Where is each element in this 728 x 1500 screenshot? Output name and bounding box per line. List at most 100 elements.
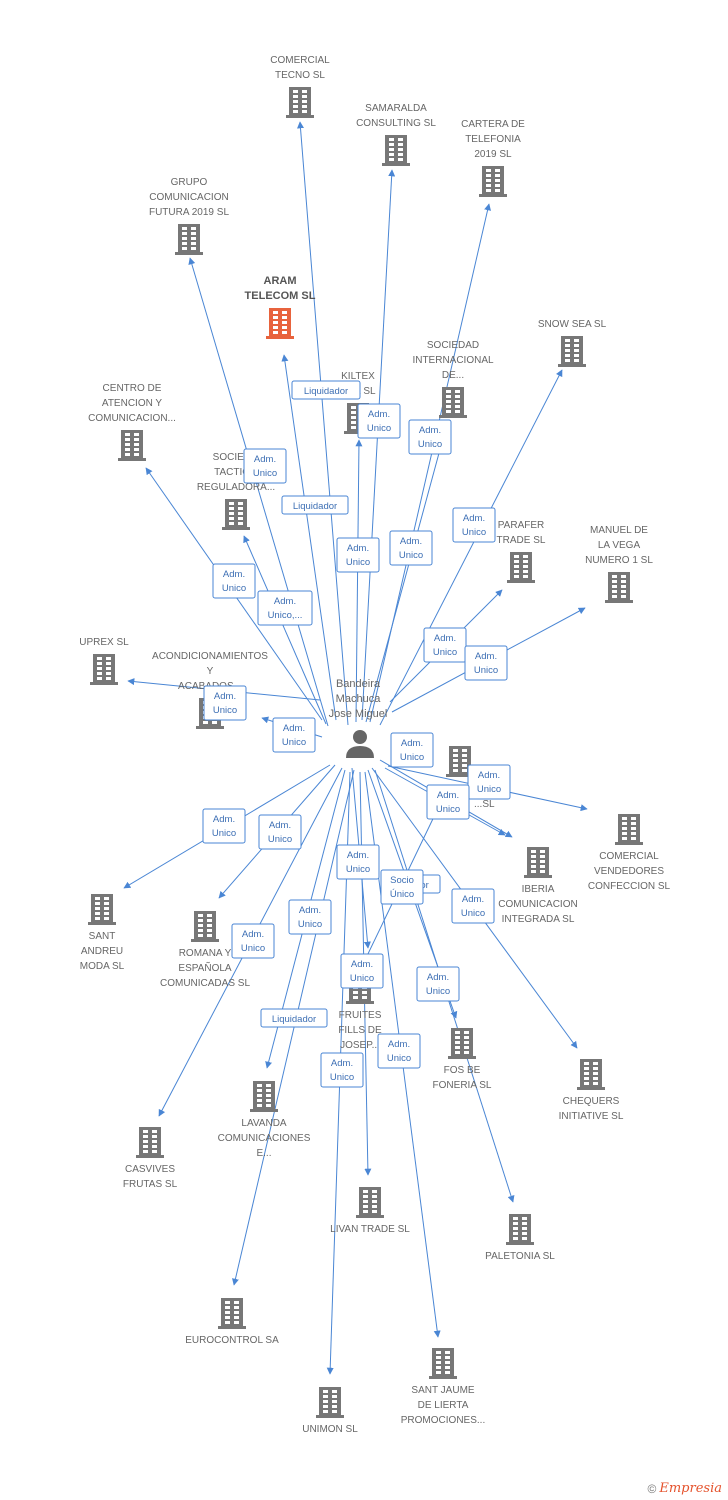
- company-label-line: KILTEX: [341, 371, 375, 382]
- edge-kiltex: [355, 439, 363, 723]
- building-icon: [175, 224, 203, 255]
- company-label-line: ARAM: [264, 275, 297, 287]
- company-label-line: MODA SL: [80, 961, 125, 972]
- relation-label[interactable]: Adm.Unico: [423, 627, 467, 663]
- relation-label[interactable]: Adm.Unico,...: [257, 590, 313, 626]
- company-node-unimon[interactable]: UNIMON SL: [302, 1387, 358, 1435]
- relation-text-line: Unico: [222, 583, 246, 594]
- company-label-line: FILLS DE: [338, 1025, 382, 1036]
- company-node-sociedad-tactica[interactable]: SOCIED...TACTIC...REGULADORA...: [197, 452, 275, 530]
- building-icon: [90, 654, 118, 685]
- relation-label[interactable]: Liquidador: [260, 1008, 328, 1028]
- relation-label[interactable]: Adm.Unico: [408, 419, 452, 455]
- relation-text-line: Adm.: [400, 536, 422, 547]
- company-node-eurocontrol[interactable]: EUROCONTROL SA: [185, 1298, 279, 1346]
- relation-text-line: Adm.: [223, 569, 245, 580]
- building-icon: [118, 430, 146, 461]
- company-node-uprex[interactable]: UPREX SL: [79, 637, 129, 685]
- relation-label[interactable]: Adm.Unico: [202, 808, 246, 844]
- company-label-line: UPREX SL: [79, 637, 129, 648]
- company-label-line: LIVAN TRADE SL: [330, 1224, 410, 1235]
- relation-label[interactable]: Adm.Unico: [288, 899, 332, 935]
- relation-text-line: Adm.: [478, 770, 500, 781]
- relation-label[interactable]: Adm.Unico: [203, 685, 247, 721]
- relation-text-line: Unico: [477, 784, 501, 795]
- copyright-symbol: ©: [647, 1481, 657, 1496]
- relation-label[interactable]: Adm.Unico: [340, 953, 384, 989]
- relation-text-line: Unico: [350, 973, 374, 984]
- edge-sociedad-tactica: [243, 535, 327, 725]
- relation-label[interactable]: Adm. Unico: [467, 764, 511, 800]
- relation-label[interactable]: Adm.Unico: [389, 530, 433, 566]
- company-node-sociedad-internacional[interactable]: SOCIEDADINTERNACIONALDE...: [412, 340, 494, 418]
- building-icon: [524, 847, 552, 878]
- company-node-paletonia[interactable]: PALETONIA SL: [485, 1214, 555, 1262]
- company-label-line: CHEQUERS: [563, 1096, 620, 1107]
- footer: © Empresia: [648, 1481, 722, 1496]
- company-label-line: UNIMON SL: [302, 1424, 358, 1435]
- relation-label[interactable]: Adm.Unico: [258, 814, 302, 850]
- relation-label[interactable]: Adm.Unico: [243, 448, 287, 484]
- building-icon: [316, 1387, 344, 1418]
- company-node-lavanda[interactable]: LAVANDACOMUNICACIONESE...: [218, 1081, 311, 1159]
- relation-text-line: Adm.: [388, 1039, 410, 1050]
- company-label-line: VENDEDORES: [594, 866, 664, 877]
- relation-label[interactable]: Adm.Unico: [464, 645, 508, 681]
- relation-label[interactable]: Liquidador: [291, 380, 361, 400]
- building-icon: [191, 911, 219, 942]
- relation-label[interactable]: Adm. Unico: [377, 1033, 421, 1069]
- relation-text-line: Adm.: [347, 850, 369, 861]
- company-node-livan[interactable]: LIVAN TRADE SL: [330, 1187, 410, 1235]
- company-label-line: LA VEGA: [598, 540, 641, 551]
- company-node-unnamed-sl[interactable]: ...SL: [446, 746, 495, 810]
- relation-text-line: Unico: [387, 1053, 411, 1064]
- relation-label[interactable]: Adm.Unico: [231, 923, 275, 959]
- relation-label[interactable]: Liquidador: [281, 495, 349, 515]
- relation-text-line: Unico: [400, 752, 424, 763]
- company-node-snow-sea[interactable]: SNOW SEA SL: [538, 319, 607, 367]
- relation-label[interactable]: Adm.Unico: [272, 717, 316, 753]
- company-label-line: CARTERA DE: [461, 119, 525, 130]
- company-label-line: SOCIED...: [213, 452, 260, 463]
- relation-label[interactable]: Adm.Unico: [426, 784, 470, 820]
- edge-samaralda: [361, 169, 396, 721]
- relation-label[interactable]: Adm.Unico: [451, 888, 495, 924]
- brand-logo[interactable]: Empresia: [659, 1481, 722, 1496]
- company-label-line: TRADE SL: [497, 535, 546, 546]
- building-icon: [356, 1187, 384, 1218]
- relation-label[interactable]: Adm.Unico: [357, 403, 401, 439]
- relation-text-line: Unico: [298, 919, 322, 930]
- relation-label[interactable]: Adm.Unico: [452, 507, 496, 543]
- relation-label[interactable]: Adm.Unico: [336, 537, 380, 573]
- relation-label[interactable]: Adm.Unico: [336, 844, 380, 880]
- relation-text-line: Adm.: [213, 814, 235, 825]
- center-name-line: Bandeira: [336, 678, 381, 690]
- building-icon: [439, 387, 467, 418]
- relation-label[interactable]: Adm.Unico: [320, 1052, 364, 1088]
- relation-label[interactable]: Adm.Unico: [416, 966, 460, 1002]
- relation-label[interactable]: Adm.Unico: [390, 732, 434, 768]
- company-label-line: COMUNICADAS SL: [160, 978, 250, 989]
- relation-text-line: Liquidador: [304, 386, 348, 397]
- relation-label[interactable]: Adm. Unico: [212, 563, 256, 599]
- company-label-line: 2019 SL: [474, 149, 512, 160]
- company-label-line: ATENCION Y: [102, 398, 163, 409]
